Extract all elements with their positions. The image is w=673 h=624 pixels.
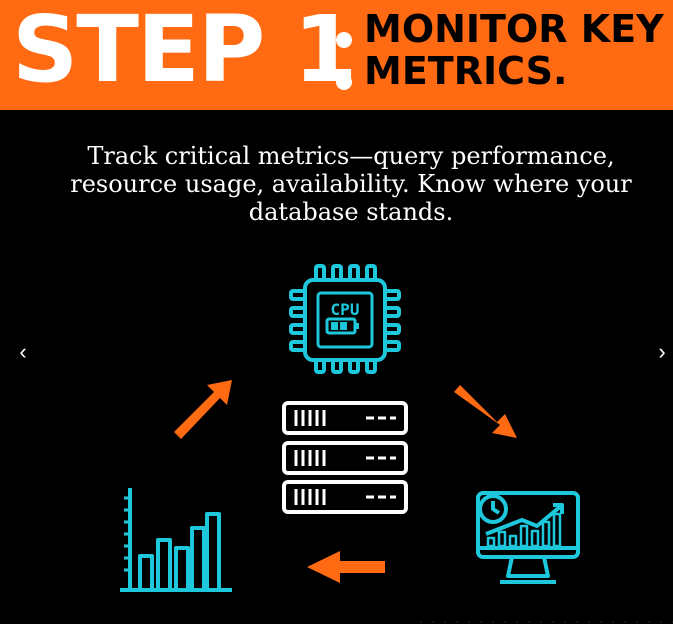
step-colon xyxy=(334,28,354,90)
decorative-dots xyxy=(415,620,673,624)
cpu-label: CPU xyxy=(331,300,360,319)
step-description: Track critical metrics—query performance… xyxy=(70,142,632,226)
step-number-title: STEP 1 xyxy=(12,0,357,103)
step-subtitle: MONITOR KEY METRICS. xyxy=(364,8,664,92)
step-subtitle-line-1: MONITOR KEY xyxy=(364,7,664,51)
bar-chart-icon xyxy=(120,488,232,592)
step-subtitle-line-2: METRICS. xyxy=(364,49,568,93)
arrow-down-right-icon xyxy=(454,385,517,438)
carousel-next-button[interactable]: › xyxy=(658,339,666,364)
carousel-prev-button[interactable]: ‹ xyxy=(19,339,27,364)
server-stack-icon xyxy=(282,401,408,514)
arrow-up-right-icon xyxy=(174,380,232,439)
cpu-chip-icon xyxy=(289,264,401,374)
header-banner: STEP 1 MONITOR KEY METRICS. xyxy=(0,0,673,110)
arrow-left-icon xyxy=(307,551,385,583)
monitor-analytics-icon xyxy=(476,491,580,584)
